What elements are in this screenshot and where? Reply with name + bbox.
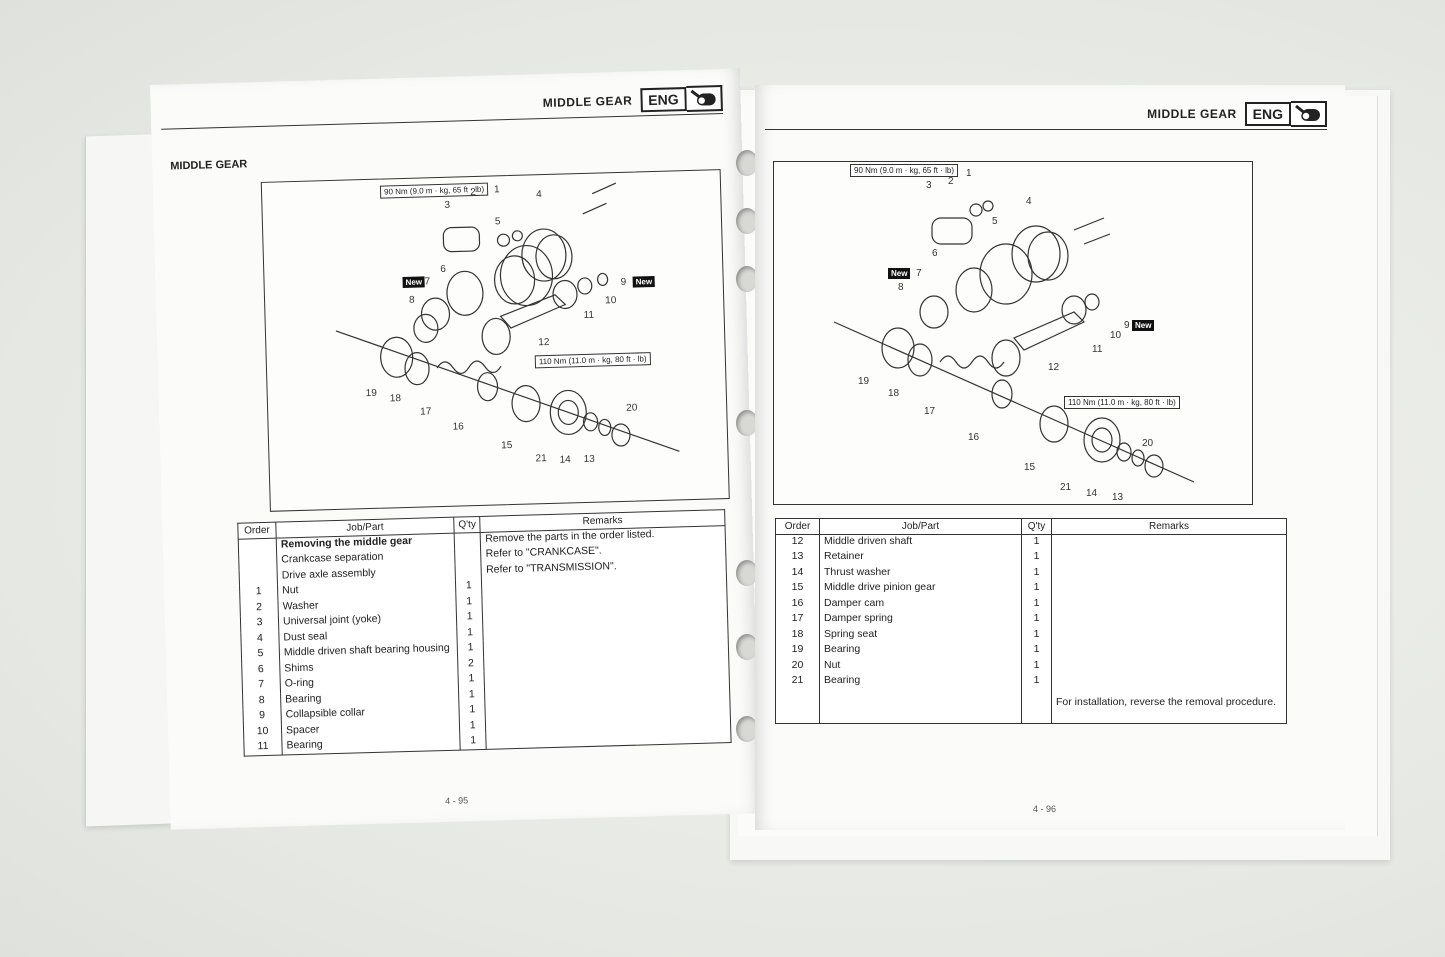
eng-badge: ENG: [1244, 102, 1291, 126]
part-number: 5: [494, 216, 501, 228]
part-number: 13: [583, 453, 595, 466]
col-qty: Q'ty: [1021, 518, 1052, 535]
col-qty: Q'ty: [453, 516, 481, 534]
part-number: 7: [424, 276, 431, 288]
binding-hole: [736, 634, 758, 660]
exploded-drawing: [833, 200, 1195, 483]
section-title: MIDDLE GEAR: [542, 93, 633, 111]
col-job: Job/Part: [819, 518, 1022, 535]
part-number: 20: [1142, 438, 1154, 449]
part-number: 18: [389, 393, 402, 405]
part-number: 9: [620, 276, 627, 288]
part-number: 3: [444, 199, 451, 211]
right-page: MIDDLE GEAR ENG 90 Nm (9.0 m · kg, 65 ft…: [755, 85, 1345, 830]
part-number: 1: [493, 184, 500, 196]
part-number: 15: [1024, 462, 1036, 473]
part-number: 8: [898, 282, 904, 293]
exploded-drawing: [335, 182, 680, 452]
left-page: MIDDLE GEAR ENG MIDDLE GEAR 90 Nm (9.0 m…: [150, 68, 761, 830]
torque-spec-top: 90 Nm (9.0 m · kg, 65 ft · lb): [850, 164, 959, 177]
binding-hole: [736, 266, 758, 292]
section-title: MIDDLE GEAR: [1147, 107, 1237, 121]
part-number: 17: [924, 406, 936, 417]
header-rule: [765, 129, 1327, 130]
col-order: Order: [775, 518, 820, 535]
part-number: 19: [858, 376, 870, 387]
part-number: 16: [968, 432, 980, 443]
new-tag: New: [1132, 320, 1155, 331]
part-number: 11: [1092, 344, 1103, 355]
part-number: 21: [535, 453, 547, 465]
exploded-diagram: 90 Nm (9.0 m · kg, 65 ft · lb) 110 Nm (1…: [773, 161, 1253, 505]
part-number: 5: [992, 216, 998, 227]
page-header: MIDDLE GEAR ENG: [1147, 101, 1327, 127]
binding-hole: [736, 410, 758, 436]
part-number: 19: [365, 387, 377, 400]
table-row: For installation, reverse the removal pr…: [775, 689, 1287, 724]
part-number: 6: [932, 248, 938, 259]
part-number: 10: [1110, 330, 1122, 341]
part-number: 21: [1060, 482, 1072, 493]
part-number: 18: [888, 388, 900, 399]
part-number: 17: [420, 406, 432, 418]
part-number: 12: [1048, 362, 1060, 373]
col-order: Order: [237, 522, 277, 540]
part-number: 14: [559, 454, 571, 466]
exploded-diagram: 90 Nm (9.0 m · kg, 65 ft · lb) 110 Nm (1…: [260, 169, 730, 512]
part-number: 2: [469, 186, 476, 199]
part-number: 7: [916, 268, 922, 279]
engine-tool-icon: [1291, 101, 1327, 127]
page-header: MIDDLE GEAR ENG: [542, 85, 723, 116]
part-number: 20: [626, 402, 638, 414]
part-number: 3: [926, 180, 932, 191]
binding-hole: [736, 208, 758, 234]
part-number: 10: [605, 295, 617, 307]
installation-remark: For installation, reverse the removal pr…: [1051, 689, 1287, 724]
page-title: MIDDLE GEAR: [170, 158, 248, 173]
torque-spec-bottom: 110 Nm (11.0 m · kg, 80 ft · lb): [1064, 396, 1180, 409]
page-number: 4 - 95: [444, 795, 469, 807]
part-number: 15: [501, 440, 513, 452]
part-number: 2: [948, 176, 954, 187]
binding-hole: [736, 560, 758, 586]
binding-hole: [736, 716, 758, 742]
col-remarks: Remarks: [1051, 518, 1287, 535]
new-tag: New: [888, 268, 911, 279]
header-rule: [161, 113, 724, 130]
part-number: 8: [408, 294, 415, 306]
parts-table: Order Job/Part Q'ty Remarks Removing the…: [237, 509, 732, 757]
page-number: 4 - 96: [1033, 804, 1057, 814]
part-number: 9: [1124, 320, 1130, 331]
engine-tool-icon: [686, 85, 723, 113]
part-number: 14: [1086, 488, 1098, 499]
part-number: 6: [440, 263, 446, 275]
part-number: 11: [583, 309, 595, 321]
binding-hole: [736, 150, 758, 176]
part-number: 1: [966, 168, 972, 179]
part-number: 4: [1026, 196, 1032, 207]
part-number: 16: [452, 421, 464, 433]
part-number: 4: [536, 189, 542, 201]
part-number: 12: [538, 336, 550, 349]
part-number: 13: [1112, 492, 1124, 503]
eng-badge: ENG: [639, 87, 687, 113]
